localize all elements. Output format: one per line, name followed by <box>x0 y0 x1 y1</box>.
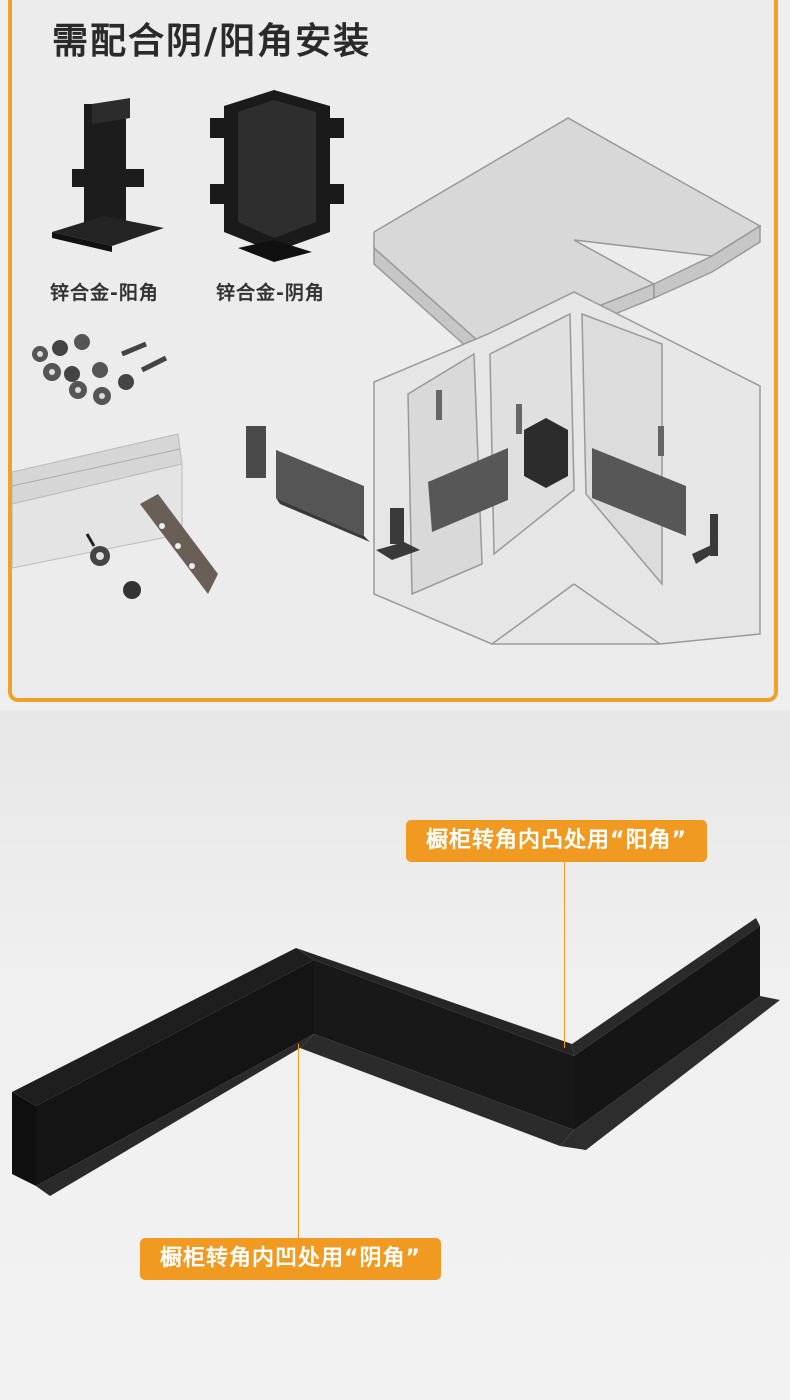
section-title: 需配合阴/阳角安装 <box>52 21 372 62</box>
outer-corner-callout: 橱柜转角内凸处用“阳角” <box>406 820 707 862</box>
plinth-profile-image <box>12 918 780 1196</box>
outer-callout-leader <box>564 862 565 1048</box>
installation-illustration <box>12 90 762 645</box>
outer-corner-caption: 锌合金-阳角 <box>50 282 159 304</box>
inner-corner-caption: 锌合金-阴角 <box>216 282 325 304</box>
screws-washers-image <box>32 334 168 405</box>
rail-bracket-image <box>12 433 218 599</box>
inner-callout-leader <box>298 1044 299 1238</box>
inner-corner-callout: 橱柜转角内凹处用“阴角” <box>140 1238 441 1280</box>
plinth-parts-in-scene <box>246 390 718 564</box>
corner-usage-section: 橱柜转角内凸处用“阳角” 橱柜转角内凹处用“阴角” <box>0 710 790 1400</box>
cabinet-illustration <box>373 117 762 645</box>
inner-corner-part-image <box>210 90 344 262</box>
outer-corner-part-image <box>52 98 164 252</box>
install-info-panel: 需配合阴/阳角安装 <box>8 0 778 702</box>
